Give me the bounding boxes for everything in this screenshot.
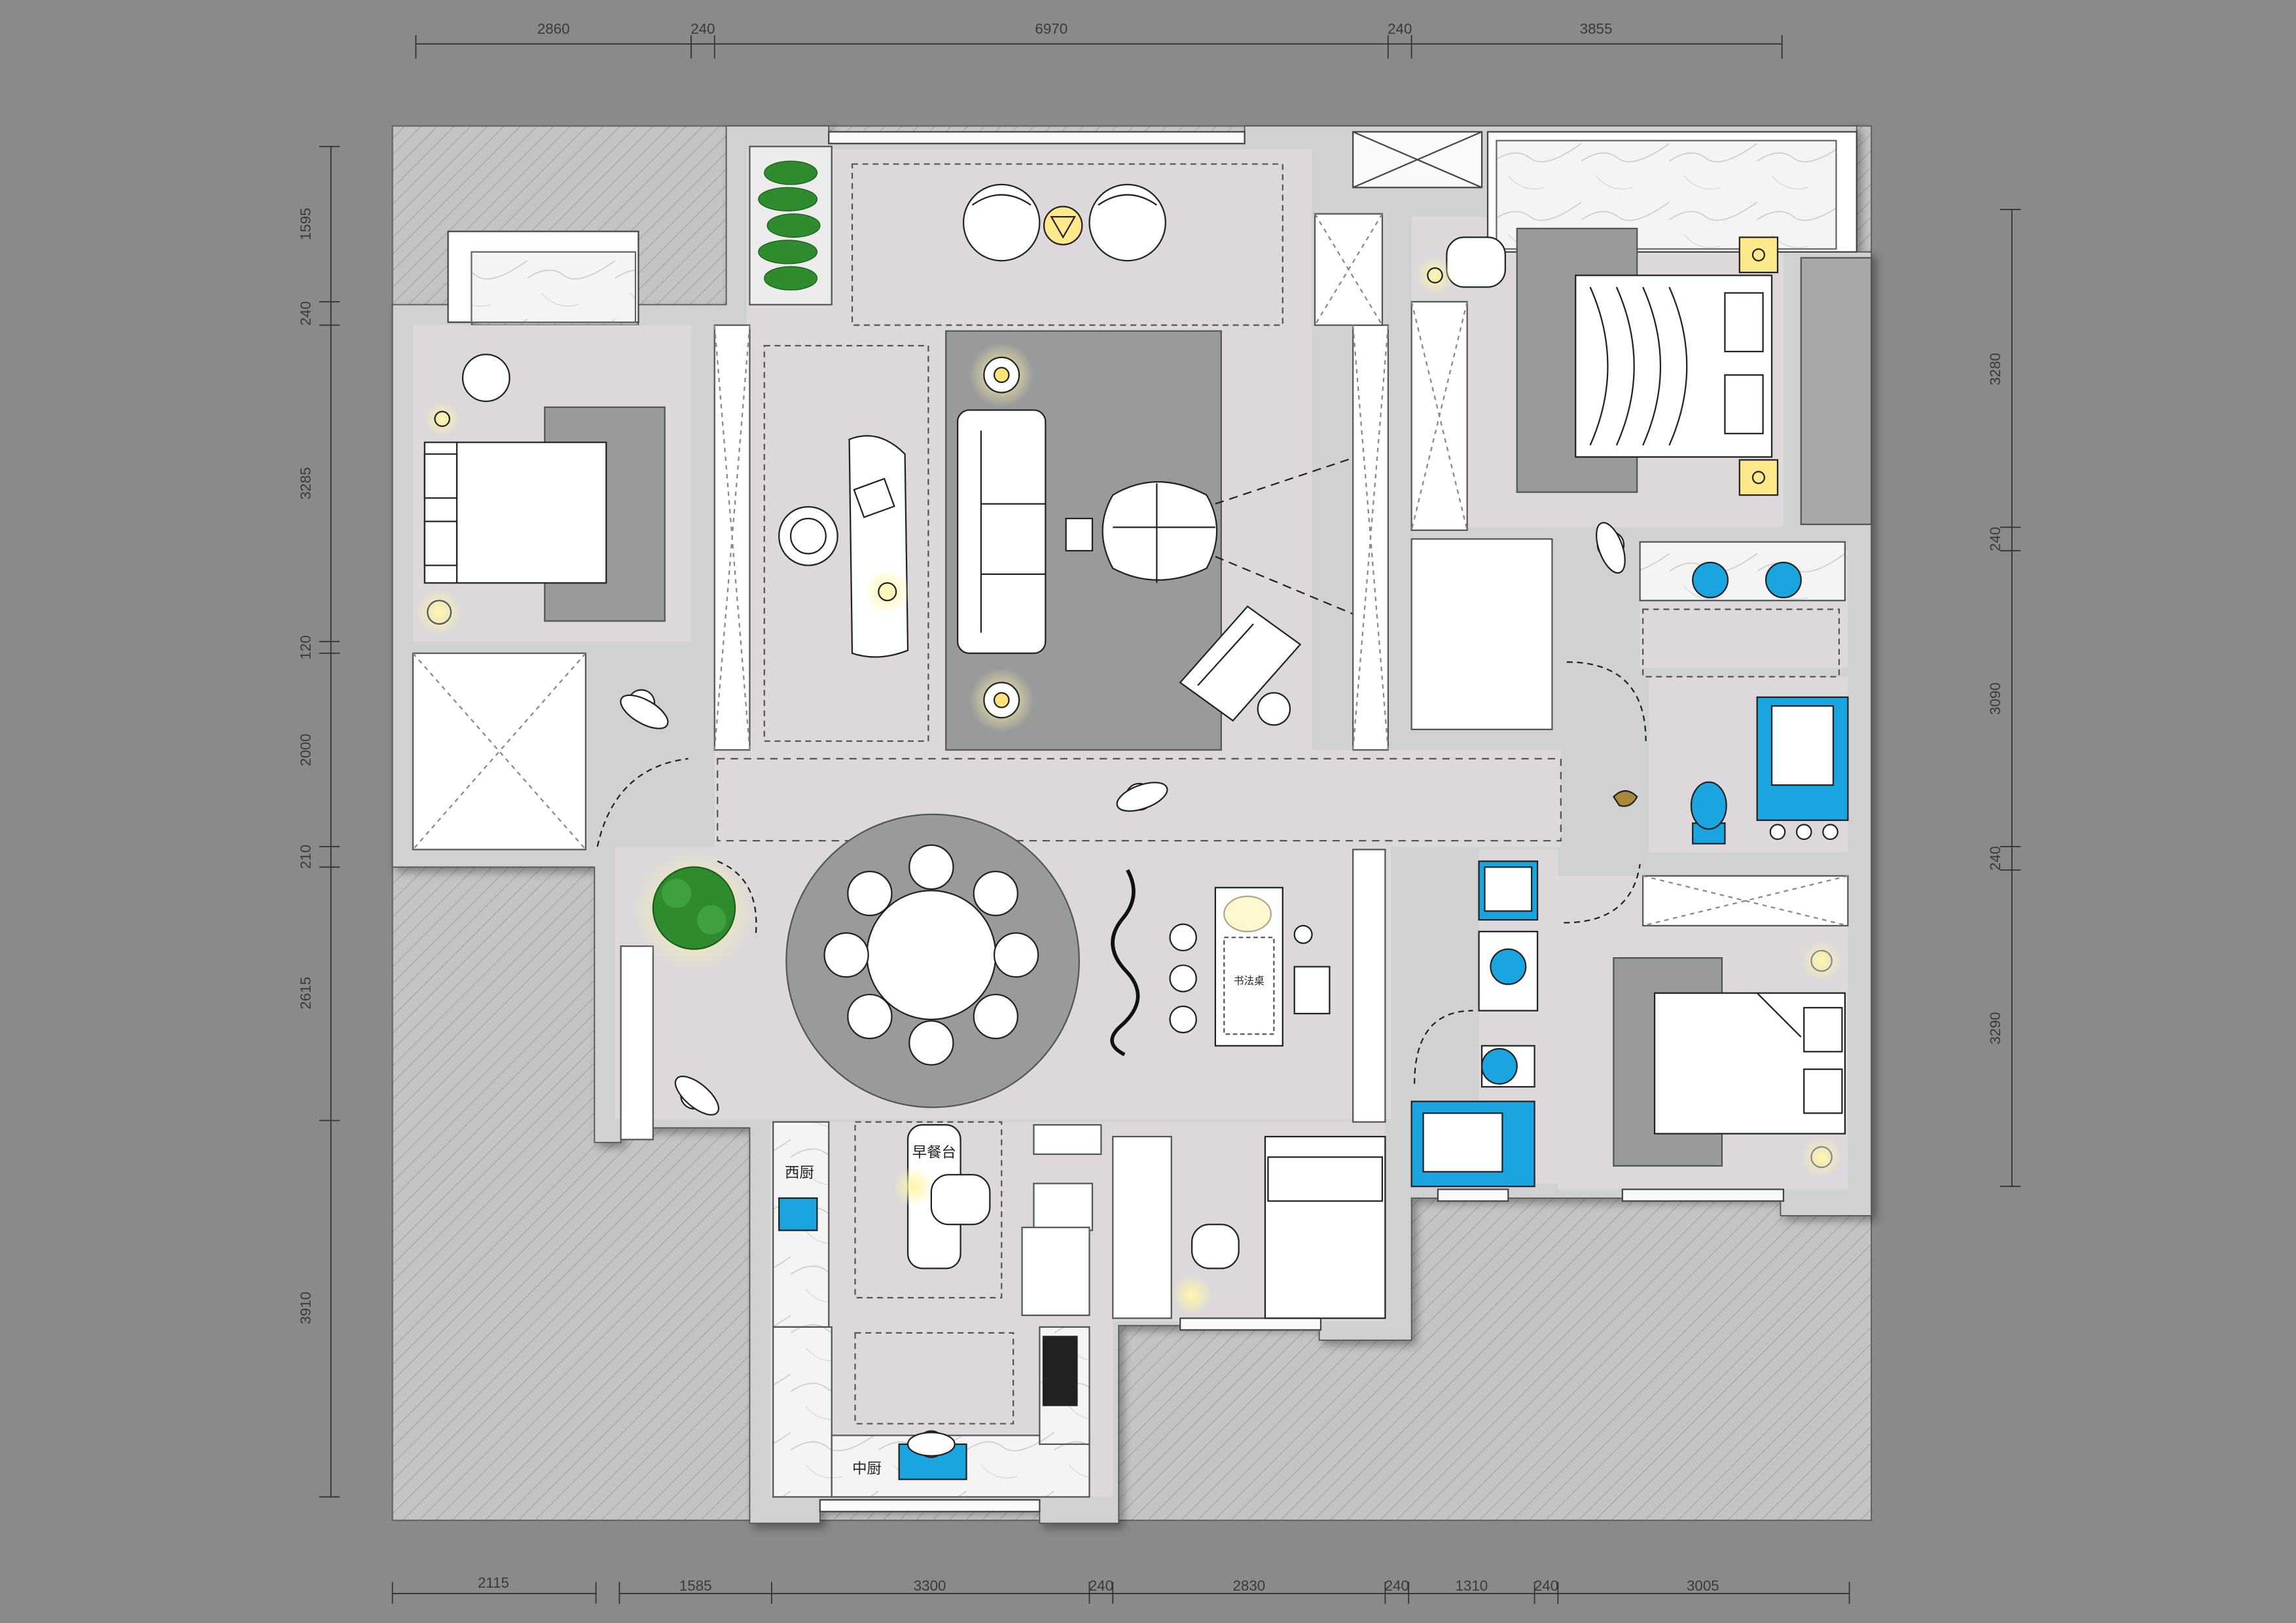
dim-right-4: 240 (1987, 846, 2003, 870)
dim-left-6: 210 (297, 845, 314, 869)
dim-bottom-9: 3005 (1687, 1578, 1719, 1594)
bedroom-br-bed (1653, 992, 1846, 1135)
tv-projection-lines (1215, 456, 1357, 616)
bar-stools (1169, 923, 1197, 1034)
dim-right-1: 3280 (1987, 353, 2003, 386)
dim-bottom-6: 240 (1385, 1578, 1409, 1594)
dim-left-1: 1595 (297, 208, 314, 240)
breakfast-bar-label: 早餐台 (912, 1144, 956, 1160)
dimension-labels: 2860 240 6970 240 3855 2115 1585 3300 24… (297, 20, 2003, 1594)
dim-left-5: 2000 (297, 734, 314, 767)
cooktop (1042, 1336, 1078, 1406)
dimension-left (319, 145, 340, 1498)
chinese-kitchen-counter-left (772, 1326, 833, 1498)
flower-arrangement (1223, 896, 1272, 932)
windows (819, 131, 1785, 1512)
western-kitchen-label: 西厨 (785, 1165, 814, 1181)
dining-chairs (823, 844, 1039, 1066)
kitchen-appliance (1021, 1226, 1090, 1317)
dim-left-7: 2615 (297, 977, 314, 1010)
breakfast-chair (930, 1174, 991, 1226)
door-handle-icon (1612, 790, 1638, 807)
dim-right-3: 3090 (1987, 682, 2003, 715)
dim-right-2: 240 (1987, 527, 2003, 551)
master-desk-lamp (1416, 256, 1454, 295)
master-bed (1575, 274, 1773, 458)
storage-cabinets (412, 213, 1849, 1319)
bathroom-2 (1410, 860, 1539, 1188)
dining-table (866, 890, 997, 1021)
cabinet-cross-marks (412, 213, 1848, 926)
lounge-chairs (962, 183, 1166, 262)
person-figures (620, 522, 1626, 1459)
study-zone (763, 344, 929, 742)
tree-plant (632, 849, 756, 973)
recliner (1179, 605, 1302, 726)
calligraphy-stool (1293, 924, 1313, 944)
breakfast-zone (854, 1121, 1003, 1299)
chinese-kitchen-zone (854, 1332, 1014, 1425)
bottom-study-lamp (1171, 1274, 1213, 1316)
floor-lamp-top (969, 342, 1034, 407)
dim-right-5: 3290 (1987, 1012, 2003, 1045)
dim-bottom-2: 1585 (679, 1578, 712, 1594)
bottom-study-headboard (1267, 1156, 1384, 1202)
toilet-1 (1690, 781, 1727, 845)
dimension-bottom (391, 1582, 1850, 1604)
dim-bottom-7: 1310 (1456, 1578, 1488, 1594)
dim-left-8: 3910 (297, 1292, 314, 1324)
desk (848, 435, 909, 658)
breakfast-glow (893, 1165, 935, 1207)
bedroom-left-bed (423, 441, 607, 584)
dim-top-5: 3855 (1580, 20, 1613, 37)
bedroom-br-lamps (1801, 940, 1842, 1178)
dimension-top (415, 35, 1783, 59)
bath-zone (1642, 608, 1840, 678)
side-table (1065, 517, 1094, 552)
dim-bottom-4: 240 (1089, 1578, 1113, 1594)
door-swings (596, 661, 1647, 1084)
calligraphy-table-label: 书法桌 (1234, 975, 1265, 987)
decorative-curve (1110, 869, 1140, 1057)
dim-left-2: 240 (297, 301, 314, 325)
dim-top-3: 6970 (1035, 20, 1067, 37)
master-chair (1446, 236, 1506, 288)
chinese-kitchen-label: 中厨 (852, 1461, 882, 1477)
dim-left-4: 120 (297, 635, 314, 659)
dim-top-4: 240 (1388, 20, 1412, 37)
bedroom-left-chair (461, 354, 511, 403)
coffee-table (1102, 481, 1218, 583)
armchair-study (778, 505, 838, 566)
balcony-lounge-zone (851, 163, 1283, 326)
shower (1756, 696, 1849, 841)
sofa (957, 409, 1047, 654)
calligraphy-table-top (1223, 936, 1275, 1035)
dim-bottom-3: 3300 (914, 1578, 946, 1594)
desk-lamp (863, 568, 911, 615)
master-nightstand-lamps (1738, 236, 1779, 496)
dim-left-3: 3285 (297, 467, 314, 500)
calligraphy-chair (1293, 966, 1331, 1015)
corridor-zone (717, 757, 1562, 842)
exterior-column (1800, 257, 1873, 526)
western-kitchen-sink (778, 1197, 818, 1231)
vanity-counter (1639, 541, 1846, 602)
bedroom-left-nightlight (424, 401, 460, 437)
balcony-left-floor (471, 251, 637, 323)
dim-top-1: 2860 (537, 20, 570, 37)
dim-bottom-5: 2830 (1232, 1578, 1265, 1594)
bottom-study-chair (1191, 1224, 1240, 1269)
dim-bottom-8: 240 (1534, 1578, 1558, 1594)
bedroom-left-lamp (416, 589, 463, 636)
dim-top-2: 240 (691, 20, 715, 37)
floor-lamp-bottom (969, 668, 1034, 733)
fern-plant (758, 160, 821, 291)
double-sink (1692, 561, 1802, 598)
dimension-right (2000, 209, 2021, 1188)
dim-bottom-1: 2115 (478, 1575, 509, 1591)
